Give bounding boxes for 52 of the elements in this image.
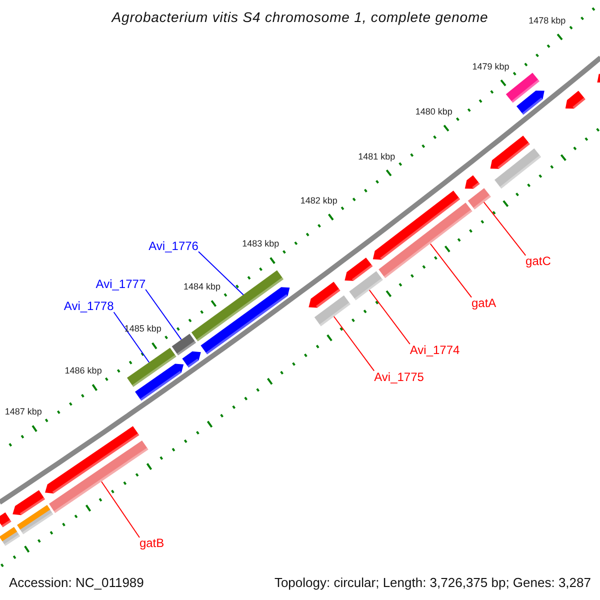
gene-bar <box>127 348 176 387</box>
gene-bar <box>372 190 460 260</box>
leader-line <box>430 243 472 298</box>
gene-label: gatB <box>139 537 164 550</box>
gene-bar <box>49 440 148 513</box>
leader-line <box>198 251 244 296</box>
gene-bar <box>12 490 45 516</box>
gene-label: Avi_1775 <box>374 370 424 383</box>
chart-title: Agrobacterium vitis S4 chromosome 1, complete genome <box>112 10 488 24</box>
leader-line <box>113 312 150 363</box>
leader-line <box>101 481 140 538</box>
gene-label: Avi_1778 <box>64 300 114 312</box>
gene-bar <box>494 148 542 189</box>
gene-bar <box>516 90 544 115</box>
tick-label: 1478 kbp <box>528 16 566 26</box>
gene-bar <box>464 175 480 189</box>
leader-line <box>483 202 526 256</box>
tick-label: 1479 kbp <box>472 62 510 72</box>
gene-bar <box>506 72 540 103</box>
leader-line <box>333 316 375 372</box>
gene-bar <box>597 74 600 83</box>
tick-label: 1481 kbp <box>358 152 396 162</box>
tick-label: 1480 kbp <box>415 108 452 117</box>
gene-bar <box>378 202 472 278</box>
gene-label: gatC <box>526 255 551 268</box>
tick-label: 1486 kbp <box>64 366 102 376</box>
gene-bar <box>468 188 491 210</box>
gene-bar <box>182 351 201 368</box>
gene-bar <box>0 527 20 546</box>
gene-bar <box>172 334 196 356</box>
leader-line <box>368 290 410 345</box>
tick-label: 1487 kbp <box>4 407 42 416</box>
gene-bar <box>45 426 140 494</box>
gene-bar <box>349 271 383 300</box>
gene-bar <box>565 90 586 109</box>
gene-label: Avi_1774 <box>410 344 460 356</box>
gene-label: Avi_1777 <box>96 278 146 290</box>
gene-bar <box>17 505 54 534</box>
gene-bar <box>314 295 350 326</box>
tick-label: 1482 kbp <box>300 196 338 206</box>
tick-label: 1483 kbp <box>242 240 280 249</box>
gene-label: gatA <box>471 297 496 310</box>
accession-text: Accession: NC_011989 <box>9 576 144 589</box>
genome-summary-text: Topology: circular; Length: 3,726,375 bp; Genes: 3,287 <box>274 576 591 589</box>
gene-bar <box>308 282 340 308</box>
tick-label: 1485 kbp <box>124 324 162 334</box>
gene-bar <box>490 136 530 169</box>
gene-label: Avi_1776 <box>148 240 198 252</box>
gene-bar <box>344 258 373 281</box>
gene-bar <box>135 364 184 401</box>
tick-label: 1484 kbp <box>183 282 220 292</box>
gene-bar <box>0 512 12 528</box>
